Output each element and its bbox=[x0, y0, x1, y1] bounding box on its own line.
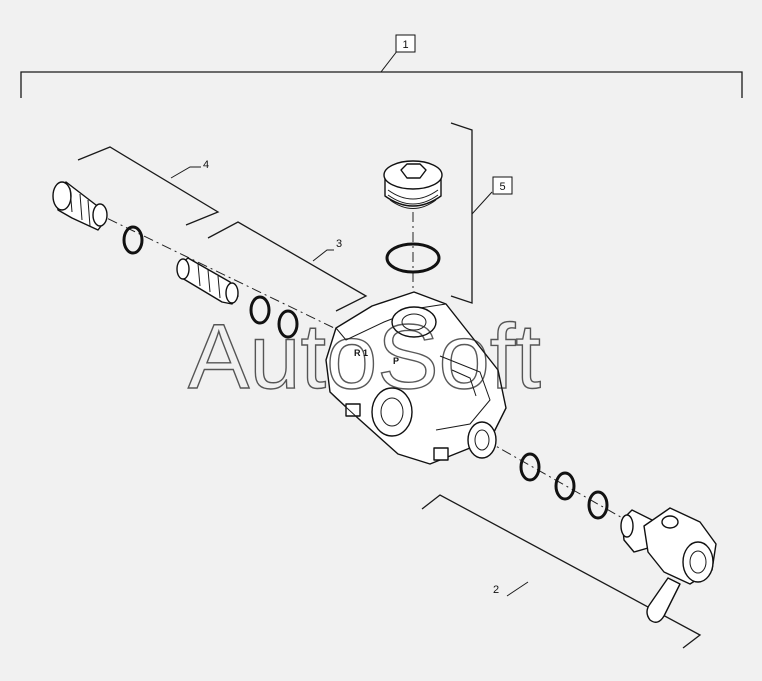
o-ring-right-b bbox=[554, 471, 576, 501]
o-ring-right-c bbox=[587, 490, 609, 520]
callout-5: 5 bbox=[492, 176, 513, 195]
callout-5-label: 5 bbox=[499, 181, 505, 193]
hex-plug bbox=[383, 160, 443, 209]
valve-body: R 1 P bbox=[325, 291, 507, 465]
callout-1: 1 bbox=[395, 34, 416, 53]
manual-valve bbox=[620, 507, 717, 623]
fitting-nut bbox=[52, 181, 108, 231]
port-r1-marking: R 1 bbox=[354, 348, 368, 358]
bracket-part-2: 2 bbox=[421, 494, 702, 649]
o-ring-plug bbox=[385, 242, 441, 274]
o-ring-valve-b bbox=[277, 309, 299, 339]
watermark: AutoSoft bbox=[188, 306, 541, 408]
bracket-part-3: 3 bbox=[207, 221, 368, 312]
o-ring-right-a bbox=[519, 452, 541, 482]
callout-2-label: 2 bbox=[493, 584, 499, 596]
callout-4-label: 4 bbox=[203, 159, 209, 171]
assembly-bracket bbox=[20, 45, 743, 98]
bracket-part-4: 4 bbox=[77, 146, 220, 226]
callout-3-label: 3 bbox=[336, 238, 342, 250]
o-ring-nut bbox=[122, 225, 144, 255]
o-ring-valve-a bbox=[249, 295, 271, 325]
bracket-part-5 bbox=[450, 122, 493, 304]
port-p-marking: P bbox=[393, 356, 399, 366]
callout-1-label: 1 bbox=[402, 39, 408, 51]
cartridge-valve bbox=[176, 257, 239, 305]
